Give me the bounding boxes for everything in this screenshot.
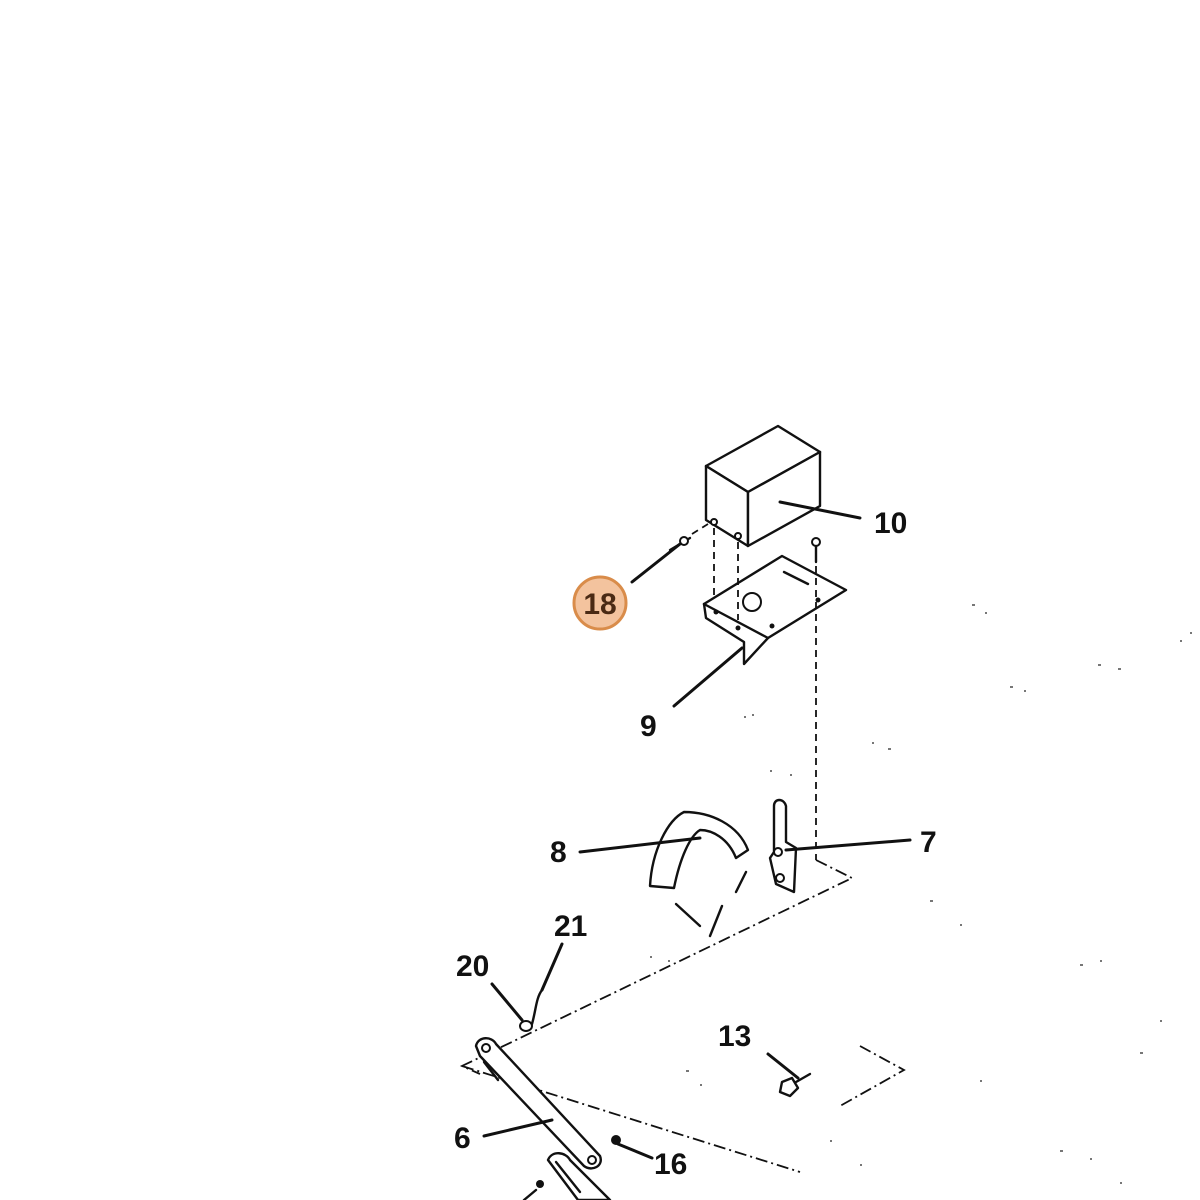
part-6-link-arm: [474, 1037, 602, 1170]
part-16-fastener: [611, 1135, 621, 1145]
callout-8[interactable]: 8: [550, 836, 567, 869]
callout-9[interactable]: 9: [640, 710, 657, 743]
callout-6[interactable]: 6: [454, 1122, 471, 1155]
callout-20[interactable]: 20: [456, 950, 489, 983]
leader-9: [672, 646, 744, 708]
leader-20: [490, 982, 524, 1022]
leader-6: [482, 1118, 554, 1138]
part-7-latch: [768, 798, 798, 894]
leader-16: [616, 1142, 654, 1160]
leader-lines: [482, 500, 912, 1160]
callout-7[interactable]: 7: [920, 826, 937, 859]
leader-18: [630, 542, 682, 584]
leader-8: [578, 836, 702, 854]
callout-16[interactable]: 16: [654, 1148, 687, 1181]
callout-10[interactable]: 10: [874, 507, 907, 540]
bracket-screw: [811, 537, 821, 564]
leader-7: [784, 838, 912, 852]
callout-21[interactable]: 21: [554, 910, 587, 943]
leader-10: [778, 500, 862, 520]
part-10-cover: [704, 424, 822, 548]
leader-13: [766, 1052, 800, 1080]
part-20-21-clip: [519, 988, 544, 1032]
scan-speckle: [650, 604, 1192, 1184]
leader-21: [540, 942, 564, 992]
callout-18[interactable]: 18: [583, 588, 616, 621]
callout-13[interactable]: 13: [718, 1020, 751, 1053]
alignment-lines: [459, 523, 906, 1173]
slotted-bar: [522, 1152, 612, 1200]
part-13-bolt: [778, 1072, 812, 1098]
part-9-bracket: [702, 554, 848, 666]
part-8-deflector: [648, 810, 750, 938]
callout-labels: 10 18 9 8 7 21 20 13 6 16: [454, 507, 937, 1181]
highlight-badge[interactable]: [572, 575, 628, 631]
